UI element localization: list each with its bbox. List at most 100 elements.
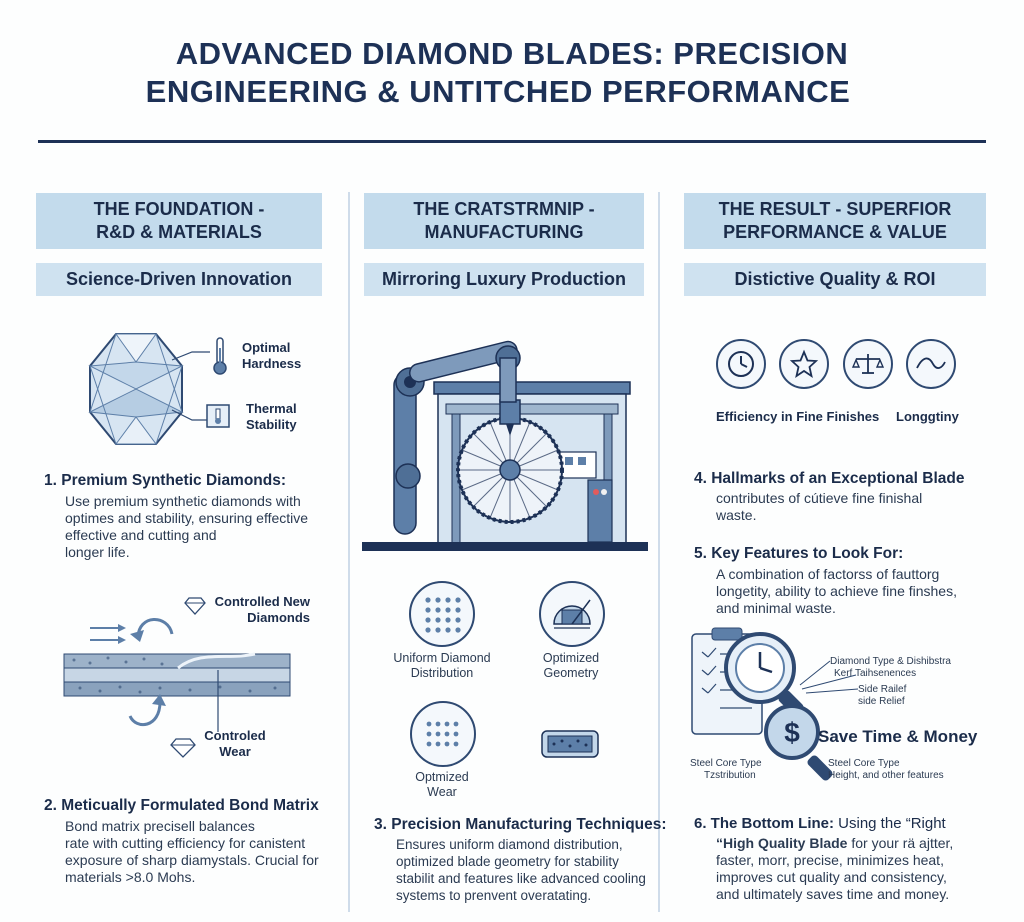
item-1-line: longer life.: [65, 544, 130, 560]
item-6-heading-bold: 6. The Bottom Line:: [694, 815, 834, 832]
item-3-heading: 3. Precision Manufacturing Techniques:: [374, 816, 667, 833]
left-header-line-1: THE FOUNDATION -: [93, 199, 265, 219]
middle-header-line-2: MANUFACTURING: [424, 222, 584, 242]
dot-grid-icon: [426, 721, 459, 747]
new-diamonds-line-1: Controlled New: [214, 594, 310, 609]
title-divider: [38, 140, 986, 143]
thermal-stability-icon: [206, 404, 230, 428]
wear-label-line-2: Wear: [219, 744, 251, 759]
diamond-outline-icon: [170, 738, 196, 758]
optimized-wear-icon: [410, 701, 476, 767]
side-relief-label-2: side Relief: [858, 696, 905, 707]
right-column-subheader: Distictive Quality & ROI: [684, 263, 986, 296]
wear-label-line-1: Controled: [204, 728, 266, 743]
protractor-icon: [553, 599, 591, 629]
right-column-header: THE RESULT - SUPERFIOR PERFORMANCE & VAL…: [684, 193, 986, 249]
hardness-label-line-2: Hardness: [242, 356, 302, 371]
column-divider-2: [658, 192, 660, 912]
wave-icon: [906, 339, 956, 389]
item-2-line: exposure of sharp diamystals. Crucial fo…: [65, 852, 319, 868]
middle-column-subheader: Mirroring Luxury Production: [364, 263, 644, 296]
left-header-line-2: R&D & MATERIALS: [96, 222, 262, 242]
diamond-outline-icon: [184, 597, 206, 615]
hardness-label-line-1: Optimal: [242, 340, 291, 355]
geometry-label-line-1: Optimized: [542, 651, 600, 665]
diamond-type-label: Diamond Type & Dishibstra: [830, 656, 951, 667]
optimized-geometry-icon: [539, 581, 605, 647]
item-6-first-line: “High Quality Blade for your rä ajtter,: [716, 835, 1006, 852]
geometry-label-line-2: Geometry: [543, 666, 599, 680]
item-2-line: Bond matrix precisell balances: [65, 818, 255, 834]
uniform-distribution-label: Uniform Diamond Distribution: [380, 651, 504, 681]
thermal-stability-label: Thermal Stability: [246, 401, 297, 433]
item-1-line: Use premium synthetic diamonds with: [65, 493, 301, 509]
item-6-heading-rest: Using the “Right: [834, 815, 946, 832]
item-6-line: faster, morr, precise, minimizes heat,: [716, 852, 944, 868]
steel-core-label-3: Steel Core Type: [828, 758, 900, 769]
page-title-line-1: ADVANCED DIAMOND BLADES: PRECISION: [175, 36, 849, 71]
item-3-line: systems to prenvent overatating.: [396, 888, 592, 903]
item-6-line: and ultimately saves time and money.: [716, 886, 950, 902]
item-3-line: optimized blade geometry for stability: [396, 854, 619, 869]
clock-icon: [716, 339, 766, 389]
diamond-gem-icon: [88, 333, 184, 445]
item-2-heading: 2. Meticually Formulated Bond Matrix: [44, 797, 319, 814]
svg-text:$: $: [784, 717, 800, 748]
item-4-line: waste.: [716, 507, 757, 523]
page-title-line-2: ENGINEERING & UNTITCHED PERFORMANCE: [145, 74, 851, 109]
kerf-label: Kerf Taihsenences: [834, 668, 917, 679]
item-3-line: Ensures uniform diamond distribution,: [396, 837, 623, 852]
efficiency-caption: Efficiency in Fine Finishes: [716, 409, 880, 424]
uniform-label-line-1: Uniform Diamond: [393, 651, 491, 665]
thermometer-icon: [213, 337, 227, 375]
item-6-heading: 6. The Bottom Line: Using the “Right: [694, 815, 946, 832]
bond-matrix-wear-diagram: [63, 618, 291, 732]
item-6-line-bold: “High Quality Blade: [716, 835, 848, 851]
item-2-body: Bond matrix precisell balances rate with…: [65, 818, 355, 886]
star-icon: [779, 339, 829, 389]
item-5-body: A combination of factorss of fauttorg lo…: [716, 566, 986, 617]
right-header-line-2: PERFORMANCE & VALUE: [723, 222, 947, 242]
new-diamonds-line-2: Diamonds: [247, 610, 310, 625]
optimized-geometry-label: Optimized Geometry: [522, 651, 620, 681]
thermal-label-line-1: Thermal: [246, 401, 297, 416]
steel-core-label-1: Steel Core Type: [690, 758, 762, 769]
item-1-body: Use premium synthetic diamonds with opti…: [65, 493, 325, 561]
right-header-line-1: THE RESULT - SUPERFIOR: [718, 199, 952, 219]
middle-header-line-1: THE CRATSTRMNIP -: [413, 199, 595, 219]
item-6-line: improves cut quality and consistency,: [716, 869, 947, 885]
blade-segment-icon: [541, 730, 599, 758]
thermal-label-line-2: Stability: [246, 417, 297, 432]
dollar-magnifier-icon: $: [764, 704, 833, 781]
item-3-body: Ensures uniform diamond distribution, op…: [396, 836, 656, 904]
item-5-line: A combination of factorss of fauttorg: [716, 566, 940, 582]
item-3-line: stabilit and features like advanced cool…: [396, 871, 646, 886]
longevity-caption: Longgtiny: [896, 409, 959, 424]
item-1-line: effective and cutting and: [65, 527, 217, 543]
uniform-label-line-2: Distribution: [410, 666, 474, 680]
side-relief-label-1: Side Railef: [858, 684, 907, 695]
item-4-line: contributes of cútieve fine finishal: [716, 490, 923, 506]
wear-feature-line-2: Wear: [427, 785, 457, 799]
middle-column-header: THE CRATSTRMNIP - MANUFACTURING: [364, 193, 644, 249]
controlled-wear-label: Controled Wear: [202, 728, 268, 760]
item-6-body: “High Quality Blade for your rä ajtter,…: [716, 835, 1006, 903]
optimized-wear-label: Optmized Wear: [396, 770, 488, 800]
save-time-money-label: Save Time & Money: [818, 727, 978, 746]
balance-scale-icon: [843, 339, 893, 389]
left-column-header: THE FOUNDATION - R&D & MATERIALS: [36, 193, 322, 249]
item-1-line: optimes and stability, ensuring effectiv…: [65, 510, 309, 526]
item-5-line: longetity, ability to achieve fine finsh…: [716, 583, 957, 599]
optimal-hardness-label: Optimal Hardness: [242, 340, 301, 372]
item-1-heading: 1. Premium Synthetic Diamonds:: [44, 472, 287, 489]
feature-callout-lines: [799, 660, 859, 694]
steel-core-label-2: Tzstribution: [704, 770, 756, 781]
item-4-body: contributes of cútieve fine finishal wa…: [716, 490, 976, 524]
diamond-callout-lines: [171, 351, 210, 421]
left-column-subheader: Science-Driven Innovation: [36, 263, 322, 296]
dot-grid-icon: [425, 597, 461, 633]
item-5-line: and minimal waste.: [716, 600, 836, 616]
height-features-label: Height, and other features: [828, 770, 944, 781]
blade-manufacturing-machine-illustration: [362, 340, 648, 551]
column-divider-1: [348, 192, 350, 912]
